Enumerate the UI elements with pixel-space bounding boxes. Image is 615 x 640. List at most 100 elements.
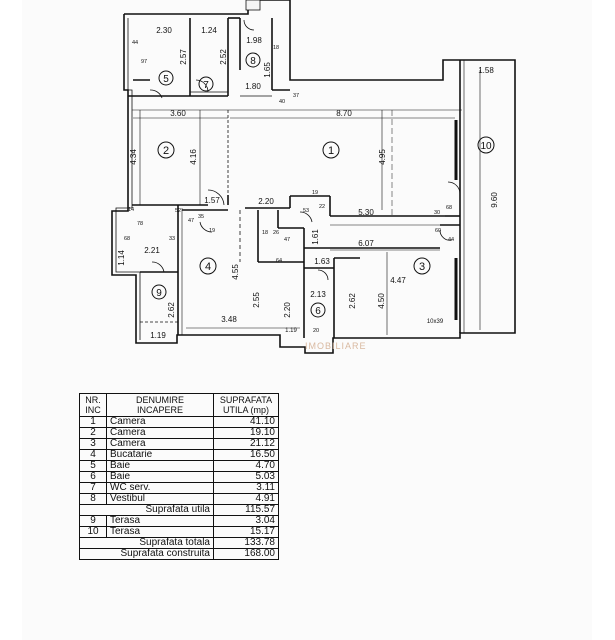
- dim-label: 35: [198, 214, 204, 220]
- suprafata-utila-value: 115.57: [213, 504, 279, 516]
- dim-label: 2.62: [167, 302, 176, 318]
- dim-label: 78: [137, 221, 143, 227]
- row-nr: 5: [79, 460, 107, 472]
- dim-label: 4.34: [129, 149, 138, 165]
- row-nr: 6: [79, 471, 107, 483]
- row-name: WC serv.: [106, 482, 214, 494]
- room-number-5: 5: [163, 74, 169, 85]
- table-row: 5 Baie 4.70: [79, 460, 279, 472]
- row-name: Camera: [106, 427, 214, 439]
- dim-label: 1.19: [150, 331, 166, 340]
- row-nr: 7: [79, 482, 107, 494]
- floor-plan: 1 2 3 4 5 6 7 8 9 10 2.30 1.24 1.98 1.80…: [111, 0, 516, 354]
- table-row: 8 Vestibul 4.91: [79, 493, 279, 505]
- dim-label: 2.20: [283, 302, 292, 318]
- dim-label: 1.14: [117, 250, 126, 266]
- row-name: Vestibul: [106, 493, 214, 505]
- room-marker-7: [198, 76, 214, 92]
- dim-label: 64: [276, 258, 282, 264]
- dim-label: 4.55: [231, 264, 240, 280]
- dim-label: 8.70: [336, 109, 352, 118]
- suprafata-totala-value: 133.78: [213, 537, 279, 549]
- dim-label: 2.52: [219, 49, 228, 65]
- dim-label: 40: [279, 99, 285, 105]
- dim-label: 4.16: [189, 149, 198, 165]
- row-value: 3.04: [213, 515, 279, 527]
- room-marker-1: [322, 141, 340, 159]
- row-nr: 3: [79, 438, 107, 450]
- room-number-7: 7: [203, 80, 209, 91]
- dim-label: 18: [262, 230, 268, 236]
- constructed-row: Suprafata construita 168.00: [79, 548, 279, 560]
- table-row: 6 Baie 5.03: [79, 471, 279, 483]
- dim-label: 53: [303, 208, 309, 214]
- dim-label: 3.48: [221, 315, 237, 324]
- dim-label: 20: [313, 328, 319, 334]
- row-name: Terasa: [106, 515, 214, 527]
- dim-label: 22: [319, 204, 325, 210]
- subtotal-row: Suprafata utila 115.57: [79, 504, 279, 516]
- total-row: Suprafata totala 133.78: [79, 537, 279, 549]
- row-nr: 9: [79, 515, 107, 527]
- suprafata-utila-label: Suprafata utila: [79, 504, 214, 516]
- row-value: 3.11: [213, 482, 279, 494]
- room-marker-2: [157, 141, 175, 159]
- dim-label: 30: [434, 210, 440, 216]
- row-name: Camera: [106, 416, 214, 428]
- dim-label: 37: [293, 93, 299, 99]
- row-value: 41.10: [213, 416, 279, 428]
- dim-label: 1.19: [285, 328, 297, 334]
- dim-label: 14: [128, 207, 134, 213]
- dim-label: 18: [273, 45, 279, 51]
- room-number-4: 4: [205, 261, 211, 273]
- table-row: 3 Camera 21.12: [79, 438, 279, 450]
- suprafata-totala-label: Suprafata totala: [79, 537, 214, 549]
- row-name: Baie: [106, 471, 214, 483]
- room-number-2: 2: [163, 145, 169, 157]
- row-value: 16.50: [213, 449, 279, 461]
- room-marker-3: [413, 257, 431, 275]
- dim-label: 1.98: [246, 36, 262, 45]
- dim-label: 47: [284, 237, 290, 243]
- dim-label: 10x39: [427, 319, 444, 325]
- outer-wall: [111, 0, 516, 354]
- dim-label: 1.24: [201, 26, 217, 35]
- dim-label: 68: [446, 205, 452, 211]
- dim-label: 19: [312, 190, 318, 196]
- table-row: 10 Terasa 15.17: [79, 526, 279, 538]
- dim-label: 2.30: [156, 26, 172, 35]
- dim-label: 1.57: [204, 196, 220, 205]
- row-nr: 2: [79, 427, 107, 439]
- room-number-10: 10: [480, 141, 492, 152]
- dim-label: 2.57: [179, 49, 188, 65]
- watermark: IMOBILIARE: [305, 341, 367, 351]
- row-nr: 10: [79, 526, 107, 538]
- room-number-6: 6: [315, 306, 321, 317]
- row-value: 21.12: [213, 438, 279, 450]
- suprafata-construita-value: 168.00: [213, 548, 279, 560]
- dim-label: 1.80: [245, 82, 261, 91]
- table-row: 9 Terasa 3.04: [79, 515, 279, 527]
- dim-label: 2.20: [258, 197, 274, 206]
- row-name: Terasa: [106, 526, 214, 538]
- dim-label: 1.65: [263, 62, 272, 78]
- dim-label: 2.55: [252, 292, 261, 308]
- room-number-3: 3: [419, 261, 425, 273]
- row-value: 19.10: [213, 427, 279, 439]
- dim-label: 9.60: [490, 192, 499, 208]
- row-value: 4.70: [213, 460, 279, 472]
- dim-label: 52: [175, 208, 181, 214]
- room-number-1: 1: [328, 145, 334, 157]
- row-nr: 4: [79, 449, 107, 461]
- dim-label: 6.07: [358, 239, 374, 248]
- dim-label: 4.47: [390, 276, 406, 285]
- room-marker-6: [310, 302, 326, 318]
- row-name: Baie: [106, 460, 214, 472]
- dim-label: 68: [124, 236, 130, 242]
- row-value: 4.91: [213, 493, 279, 505]
- dim-label: 1.58: [478, 66, 494, 75]
- dim-label: 26: [273, 230, 279, 236]
